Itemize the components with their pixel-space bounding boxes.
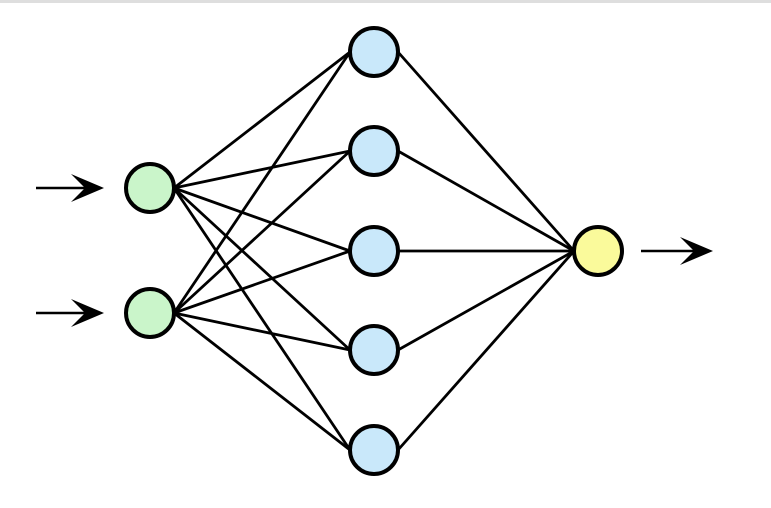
edge-input-to-hidden [173,186,351,352]
edge-input-to-hidden [173,149,351,190]
hidden-node-3 [348,225,400,277]
hidden-node-5 [348,424,400,476]
edge-input-to-hidden [173,249,351,315]
input-node-2 [124,287,176,339]
input-arrow-head [71,299,104,327]
window-top-edge [0,0,771,3]
output-arrow-head [680,237,713,265]
edge-input-to-hidden [173,186,351,253]
edge-hidden-to-output [396,51,576,252]
hidden-node-4 [348,324,400,376]
edge-input-to-hidden [173,50,351,190]
edge-input-to-hidden [173,311,351,352]
edge-hidden-to-output [397,249,575,352]
input-arrow-head [71,174,104,202]
edge-hidden-to-output [396,250,576,451]
edge-input-to-hidden [172,187,352,451]
edge-input-to-hidden [173,149,351,315]
input-node-1 [124,162,176,214]
output-node-1 [572,225,624,277]
hidden-node-2 [348,125,400,177]
edge-hidden-to-output [397,149,575,253]
edge-input-to-hidden [172,51,352,314]
hidden-node-1 [348,26,400,78]
edge-input-to-hidden [173,311,351,452]
